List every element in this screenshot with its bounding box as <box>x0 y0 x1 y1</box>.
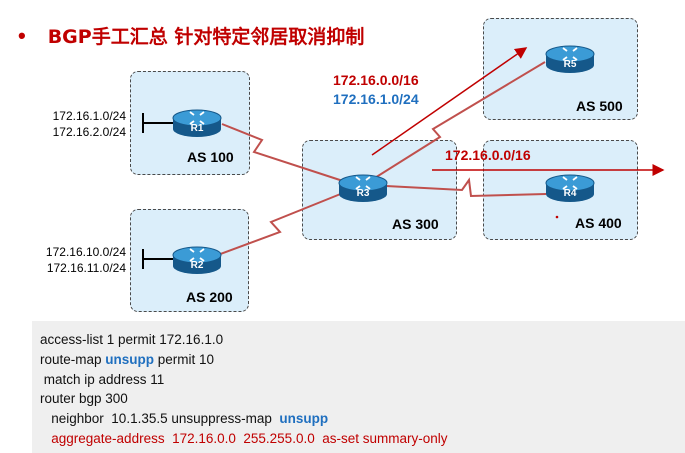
r1-prefixes: 172.16.1.0/24 172.16.2.0/24 <box>53 108 126 140</box>
config-keyword: unsupp <box>105 351 155 367</box>
slide-title: BGP手工汇总 针对特定邻居取消抑制 <box>47 26 365 48</box>
router-icon <box>172 246 222 274</box>
as400-label: AS 400 <box>575 215 622 231</box>
router-icon <box>545 174 595 202</box>
as100-label: AS 100 <box>187 149 234 165</box>
adv-to-r4-aggregate: 172.16.0.0/16 <box>445 147 531 163</box>
link-r3-r5 <box>369 61 546 182</box>
router-r1: R1 <box>172 107 222 141</box>
prefix-line: 172.16.1.0/24 <box>52 109 126 123</box>
title-row: • BGP手工汇总 针对特定邻居取消抑制 <box>18 22 364 49</box>
prefix-line: 172.16.10.0/24 <box>45 245 126 259</box>
arrow-to-r5 <box>371 47 528 156</box>
router-icon <box>338 174 388 202</box>
router-icon <box>172 109 222 137</box>
router-icon <box>545 45 595 73</box>
link-r2-r3 <box>214 192 344 257</box>
config-line: route-map unsupp permit 10 <box>40 350 685 370</box>
link-r1-r3 <box>221 123 344 182</box>
config-line: match ip address 11 <box>40 371 165 387</box>
prefix-line: 172.16.2.0/24 <box>52 125 126 140</box>
router-label: R1 <box>190 123 204 134</box>
link-r3-r4 <box>385 177 547 198</box>
router-label: R4 <box>563 188 577 199</box>
router-r2: R2 <box>172 244 222 278</box>
router-label: R3 <box>356 188 370 199</box>
router-label: R5 <box>563 59 577 70</box>
router-label: R2 <box>190 260 204 271</box>
config-line: router bgp 300 <box>40 391 128 407</box>
as500-label: AS 500 <box>576 98 623 114</box>
title-bullet: • <box>18 22 26 48</box>
router-r4: R4 <box>545 172 595 206</box>
config-text: permit 10 <box>154 351 215 367</box>
config-text: neighbor 10.1.35.5 unsuppress-map <box>40 411 280 427</box>
adv-to-r5-aggregate: 172.16.0.0/16 <box>333 72 419 88</box>
config-line: access-list 1 permit 172.16.1.0 <box>40 332 224 347</box>
small-dot <box>555 215 559 219</box>
router-r3: R3 <box>338 172 388 206</box>
adv-to-r5-specific: 172.16.1.0/24 <box>333 91 419 107</box>
r2-prefixes: 172.16.10.0/24 172.16.11.0/24 <box>46 244 126 276</box>
prefix-line: 172.16.11.0/24 <box>46 261 126 276</box>
config-line: neighbor 10.1.35.5 unsuppress-map unsupp <box>40 409 685 429</box>
config-line: aggregate-address 172.16.0.0 255.255.0.0… <box>40 430 448 446</box>
router-r5: R5 <box>545 43 595 77</box>
config-text: route-map <box>40 351 106 367</box>
as300-label: AS 300 <box>392 216 439 232</box>
config-keyword: unsupp <box>279 411 329 427</box>
config-panel: access-list 1 permit 172.16.1.0 route-ma… <box>32 321 685 453</box>
as200-label: AS 200 <box>186 289 233 305</box>
